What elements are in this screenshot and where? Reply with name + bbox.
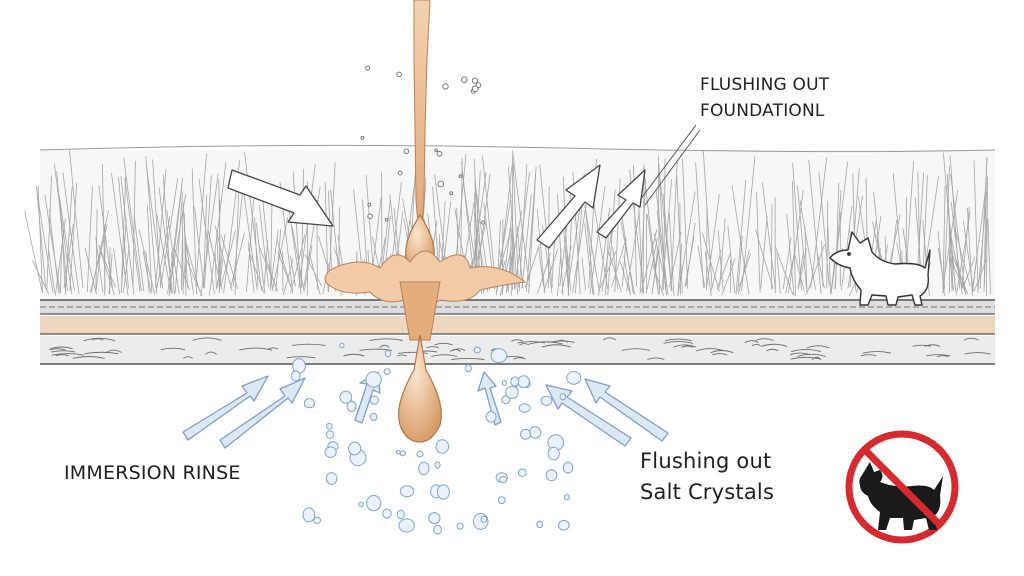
soil-layers bbox=[40, 299, 995, 365]
blue-arrows bbox=[182, 371, 669, 449]
water-bubbles bbox=[290, 65, 582, 535]
no-dogs-sign-icon bbox=[845, 430, 959, 544]
immersion-rinse-label: IMMERSION RINSE bbox=[64, 462, 241, 484]
dog-sketch-icon bbox=[829, 231, 931, 306]
grass-layer bbox=[24, 144, 996, 300]
lower-drop bbox=[398, 334, 442, 443]
label-line: Flushing out bbox=[640, 449, 772, 473]
label-line: Salt Crystals bbox=[640, 480, 775, 504]
label-line: FOUNDATIONL bbox=[700, 101, 825, 121]
salt-crystals-label: Flushing out Salt Crystals bbox=[640, 446, 774, 508]
white-arrows bbox=[227, 124, 701, 249]
label-line: FLUSHING OUT bbox=[700, 75, 830, 95]
flushing-foundation-label: FLUSHING OUT FOUNDATIONL bbox=[700, 72, 829, 124]
splash bbox=[324, 250, 527, 341]
